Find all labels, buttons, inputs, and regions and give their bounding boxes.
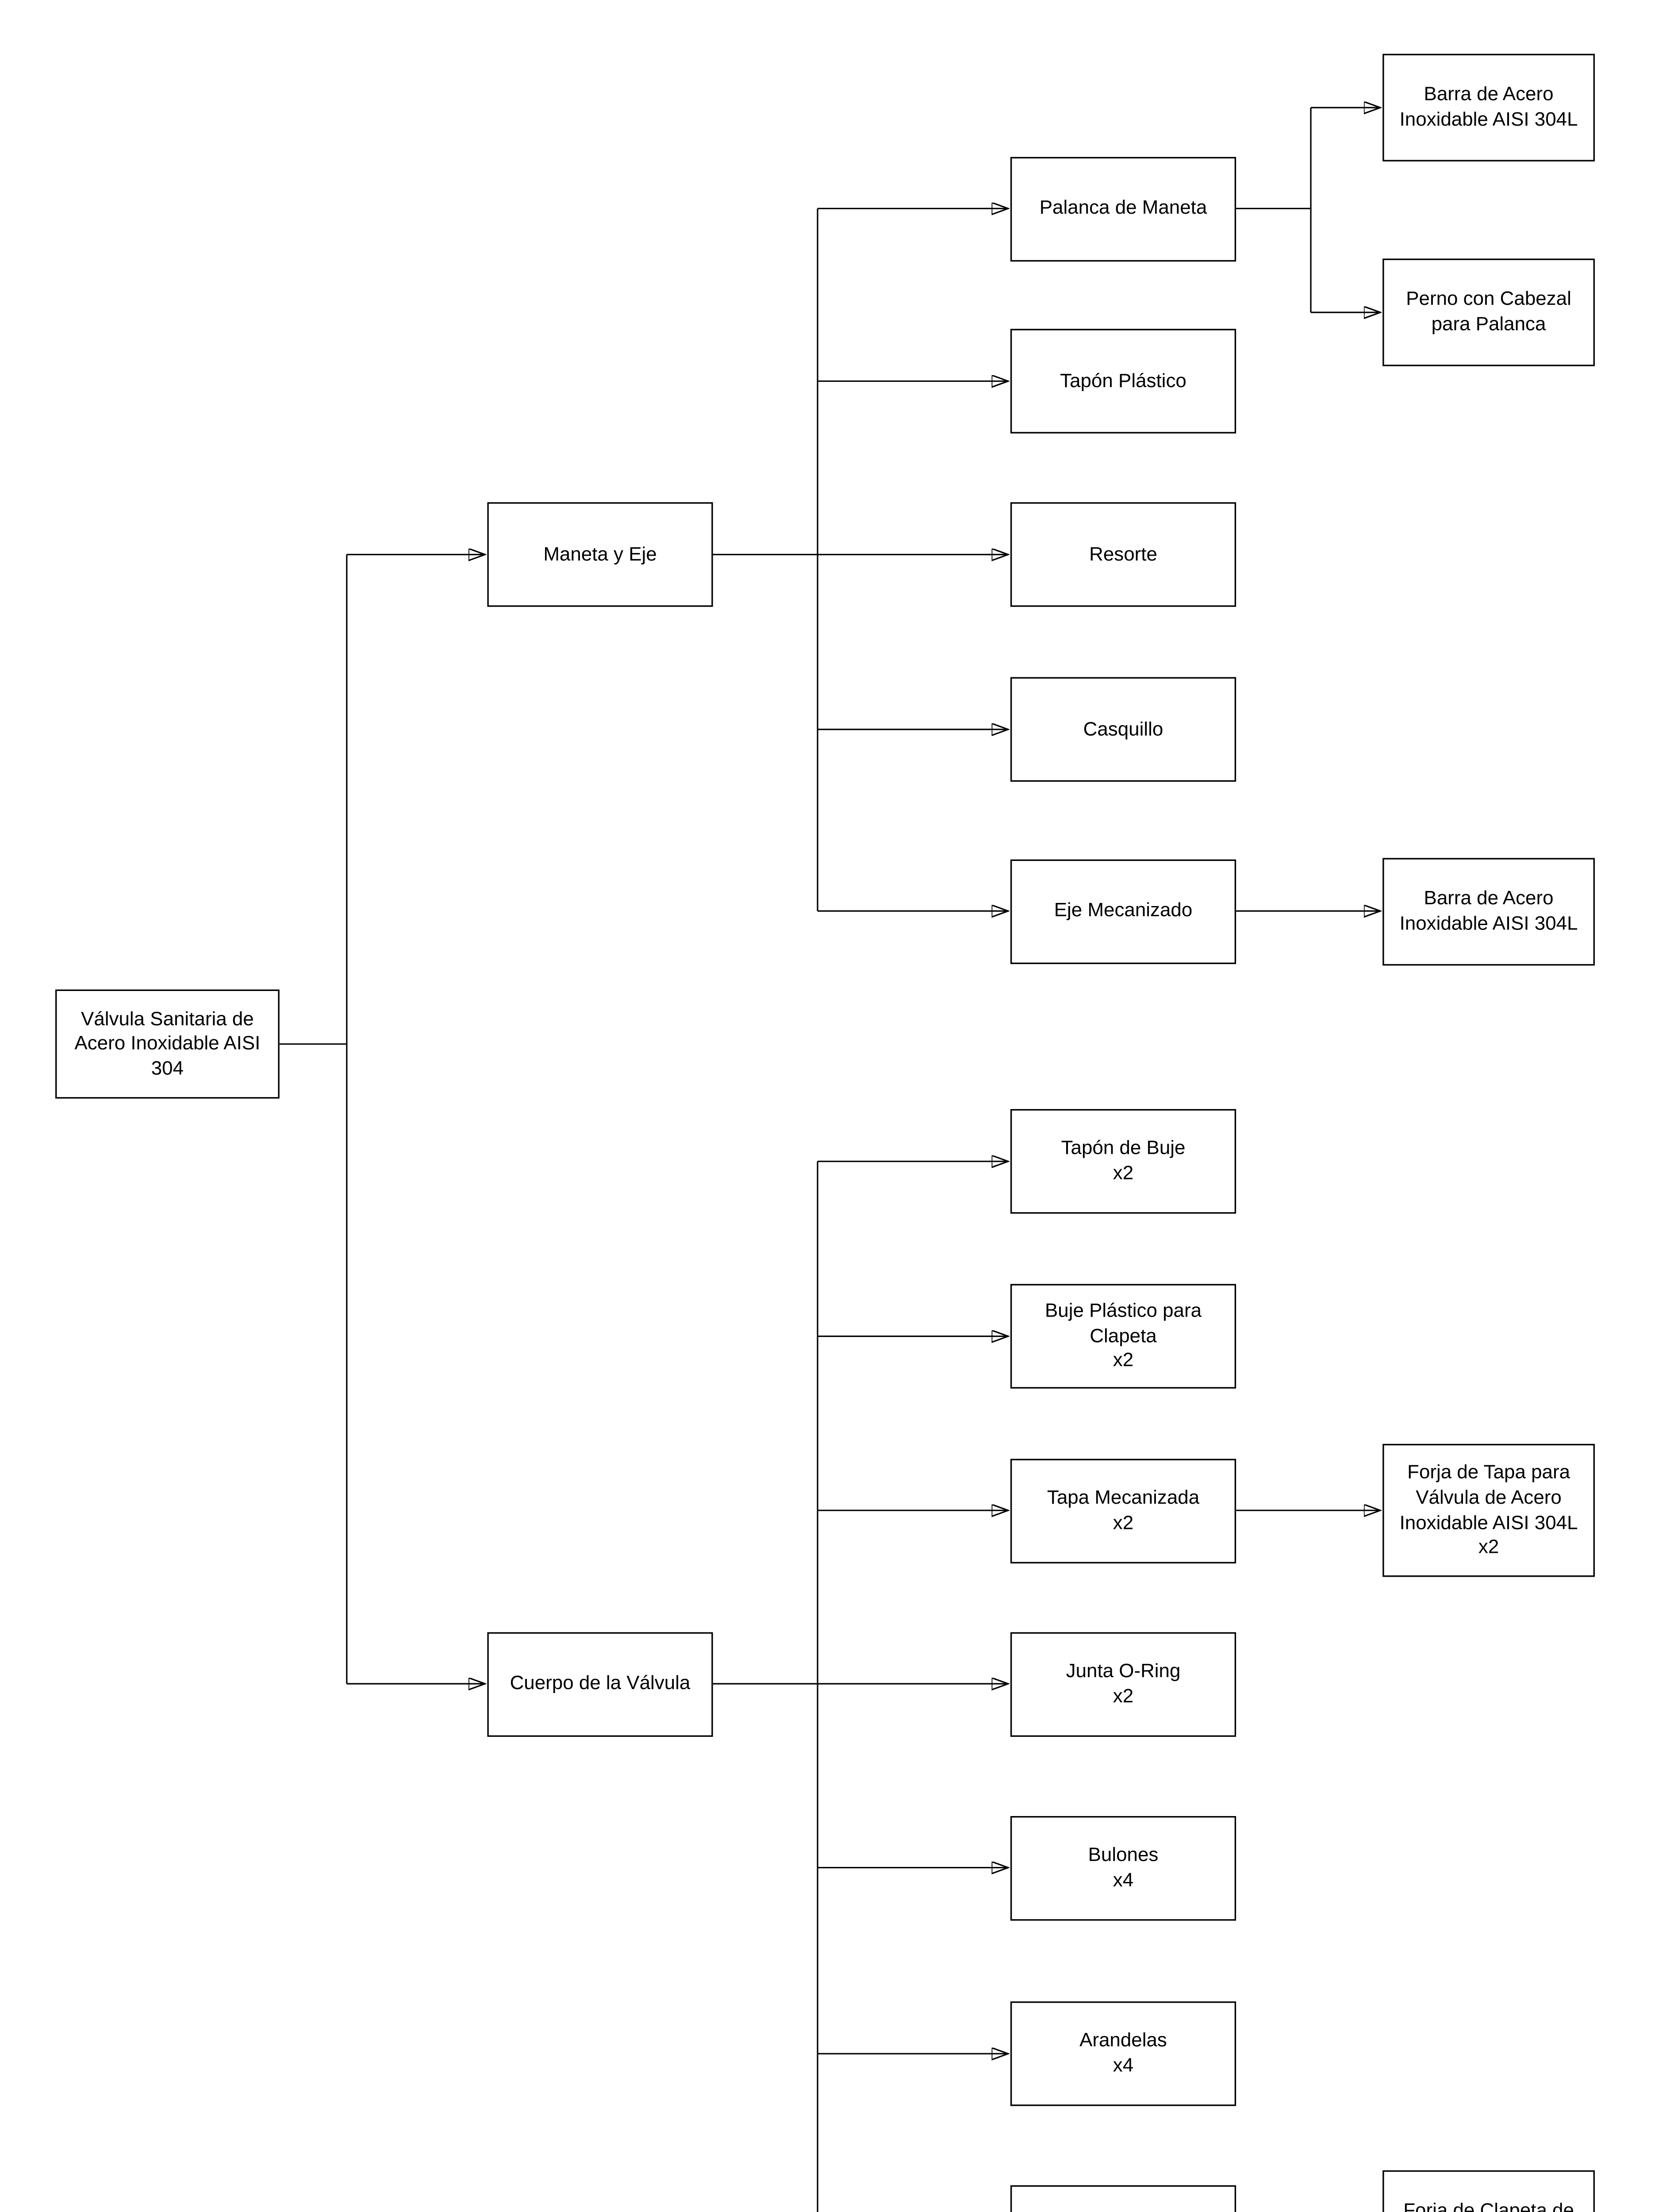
node-cuerpo-de-la-valvula: Cuerpo de la Válvula <box>487 1631 713 1736</box>
node-casquillo: Casquillo <box>1010 677 1236 782</box>
edge-maneta-trunk <box>713 208 818 911</box>
node-eje-mecanizado: Eje Mecanizado <box>1010 859 1236 964</box>
node-tapon-de-buje: Tapón de Buje x2 <box>1010 1109 1236 1214</box>
node-tapon-plastico: Tapón Plástico <box>1010 329 1236 434</box>
edge-palanca-trunk <box>1236 108 1312 313</box>
node-barra-acero-inoxidable-1: Barra de Acero Inoxidable AISI 304L <box>1382 54 1595 161</box>
node-tapa-mecanizada: Tapa Mecanizada x2 <box>1010 1458 1236 1563</box>
edge-cuerpo-trunk <box>713 1161 818 2212</box>
node-palanca-de-maneta: Palanca de Maneta <box>1010 156 1236 261</box>
node-perno-con-cabezal: Perno con Cabezal para Palanca <box>1382 258 1595 366</box>
node-resorte: Resorte <box>1010 502 1236 607</box>
node-clapeta-mecanizada: Clapeta Mecanizada <box>1010 2185 1236 2212</box>
node-buje-plastico-para-clapeta: Buje Plástico para Clapeta x2 <box>1010 1284 1236 1389</box>
node-junta-o-ring: Junta O-Ring x2 <box>1010 1631 1236 1736</box>
node-barra-acero-inoxidable-2: Barra de Acero Inoxidable AISI 304L <box>1382 857 1595 965</box>
node-arandelas: Arandelas x4 <box>1010 2001 1236 2106</box>
node-forja-de-clapeta: Forja de Clapeta de Acero Inoxidable AIS… <box>1382 2170 1595 2212</box>
node-bulones: Bulones x4 <box>1010 1815 1236 1920</box>
edge-root-trunk <box>279 554 348 1684</box>
node-maneta-y-eje: Maneta y Eje <box>487 502 713 607</box>
node-valvula-sanitaria: Válvula Sanitaria de Acero Inoxidable AI… <box>55 989 280 1099</box>
node-forja-de-tapa: Forja de Tapa para Válvula de Acero Inox… <box>1382 1444 1595 1577</box>
